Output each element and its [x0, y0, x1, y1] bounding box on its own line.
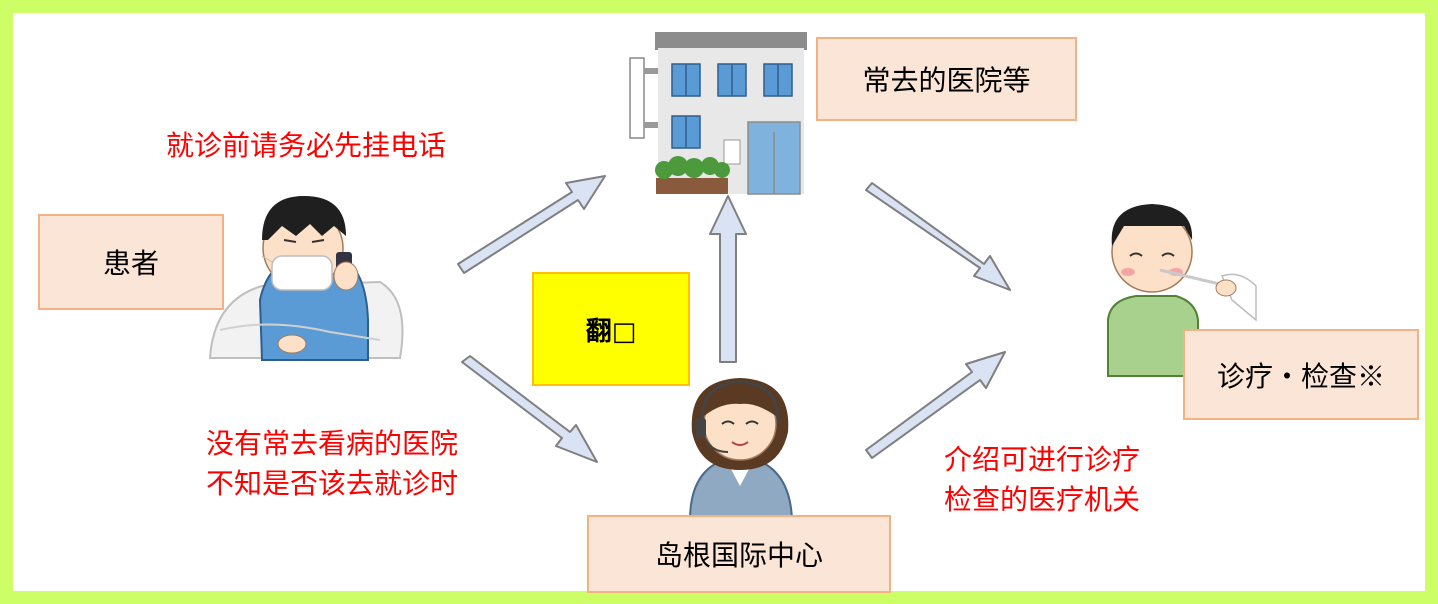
note-introduce-facility-line1: 介绍可进行诊疗 — [944, 443, 1141, 476]
note-introduce-facility-line2: 检查的医疗机关 — [944, 483, 1141, 516]
exam-label: 诊疗・检查※ — [1183, 329, 1419, 420]
note-no-regular-clinic-line1: 没有常去看病的医院 — [206, 427, 459, 460]
interpretation-box: 翻□ — [532, 272, 690, 386]
arrow-clinic-to-exam — [865, 182, 1011, 291]
patient-label: 患者 — [38, 214, 224, 310]
arrow-patient-to-center — [461, 355, 598, 463]
arrow-patient-to-clinic — [457, 175, 606, 274]
clinic-label: 常去的医院等 — [816, 37, 1077, 121]
note-call-first: 就诊前请务必先挂电话 — [166, 129, 447, 162]
arrow-center-to-exam — [865, 351, 1006, 459]
note-no-regular-clinic: 没有常去看病的医院 不知是否该去就诊时 — [206, 424, 458, 504]
note-introduce-facility: 介绍可进行诊疗 检查的医疗机关 — [944, 440, 1140, 520]
note-no-regular-clinic-line2: 不知是否该去就诊时 — [206, 467, 459, 500]
center-label: 岛根国际中心 — [587, 515, 891, 593]
arrow-center-to-clinic — [709, 195, 747, 363]
